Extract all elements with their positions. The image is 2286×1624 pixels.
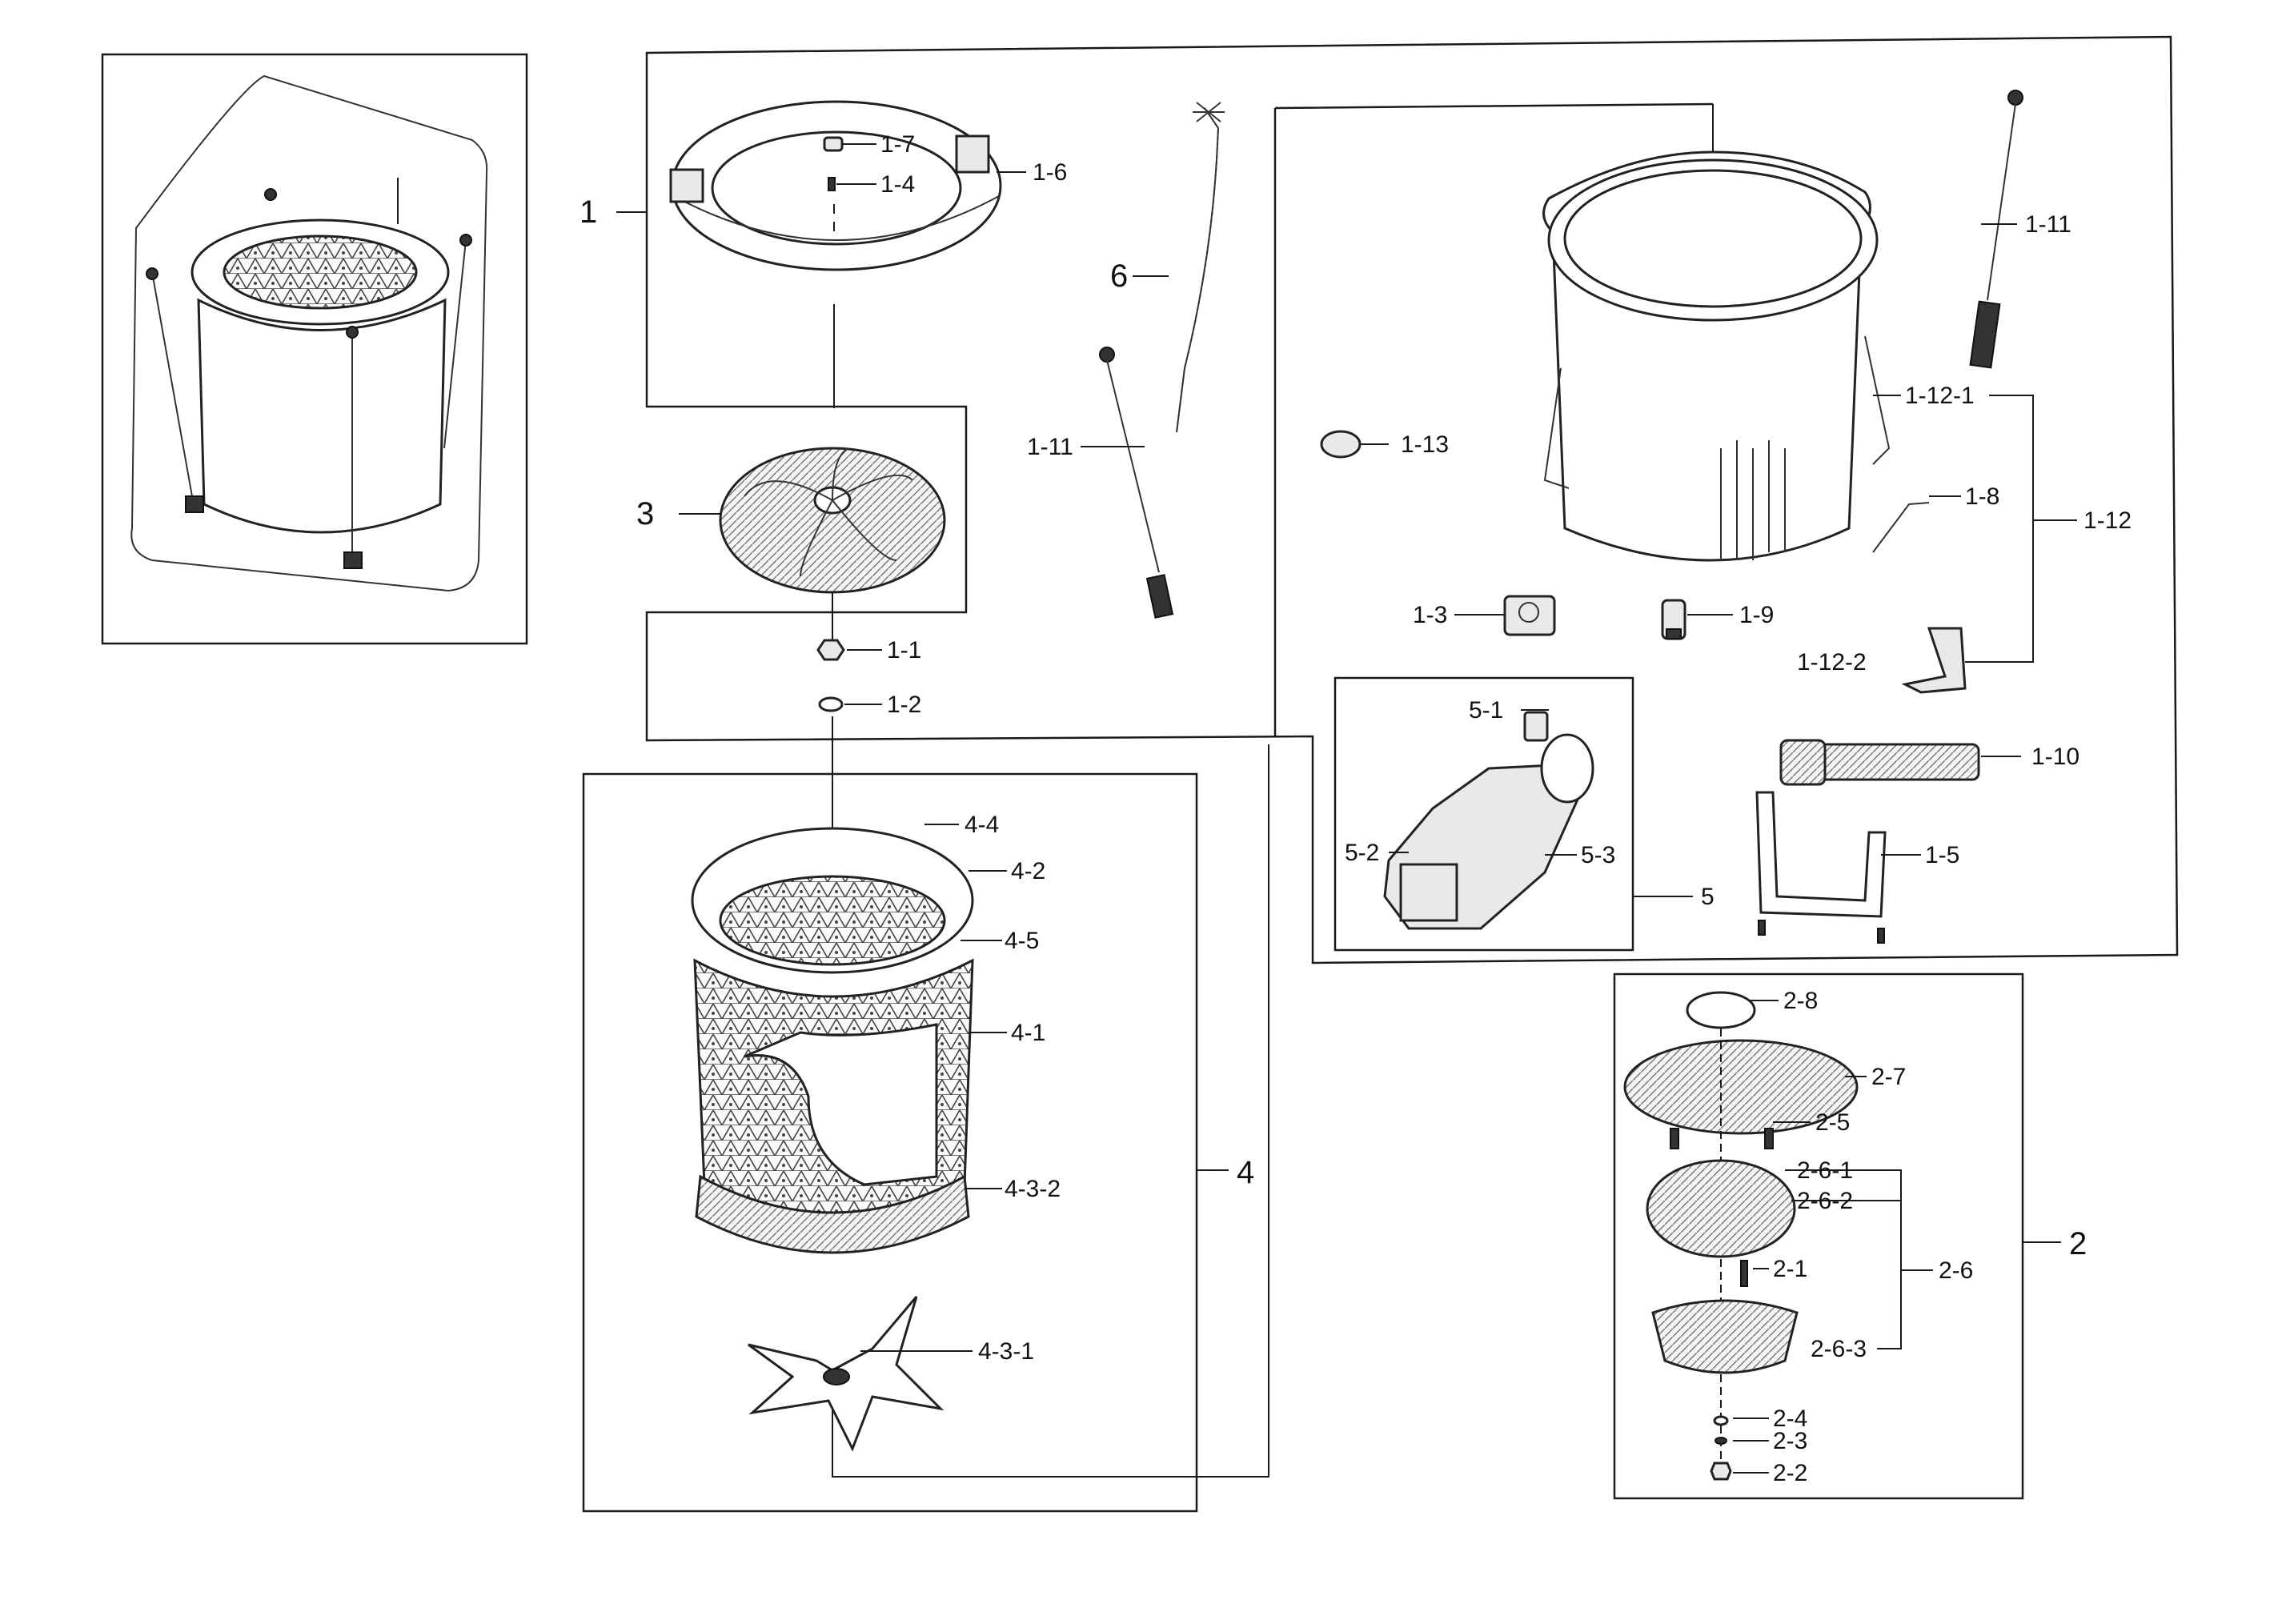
cap-1-13 (1320, 430, 1362, 459)
label-1-7: 1-7 (880, 131, 915, 158)
basket (691, 827, 974, 1254)
label-group-5: 5 (1701, 884, 1714, 910)
label-5-1: 5-1 (1469, 697, 1503, 724)
sensor-wire-1-8 (1872, 502, 1930, 553)
label-group-6: 6 (1110, 259, 1128, 294)
overview-screw (346, 326, 359, 339)
hose-1-10 (1779, 739, 1980, 786)
nut-2-2 (1710, 1462, 1732, 1481)
label-1-8: 1-8 (1965, 483, 1999, 510)
label-5-3: 5-3 (1581, 842, 1615, 868)
label-group-2: 2 (2069, 1226, 2087, 1261)
label-1-12: 1-12 (2083, 507, 2132, 534)
label-1-13: 1-13 (1401, 431, 1449, 458)
filter-1-9 (1661, 599, 1686, 640)
pulsator (719, 447, 946, 594)
label-2-3: 2-3 (1773, 1428, 1807, 1454)
label-2-7: 2-7 (1871, 1064, 1906, 1090)
label-1-12-1: 1-12-1 (1905, 383, 1975, 409)
label-1-1: 1-1 (887, 637, 921, 664)
drain-pump-5 (1383, 711, 1594, 930)
label-4-4: 4-4 (965, 812, 999, 838)
label-1-2: 1-2 (887, 692, 921, 718)
bracket-1-5 (1755, 791, 1887, 944)
label-5-2: 5-2 (1345, 840, 1379, 866)
bolt-2-5b (1764, 1128, 1774, 1149)
label-4-3-1: 4-3-1 (978, 1338, 1034, 1365)
label-2-6: 2-6 (1939, 1257, 1973, 1284)
group-2-frame (1613, 972, 2024, 1500)
label-4-5: 4-5 (1005, 928, 1039, 954)
label-1-5: 1-5 (1925, 842, 1959, 868)
label-2-2: 2-2 (1773, 1460, 1807, 1486)
label-2-5: 2-5 (1815, 1109, 1850, 1136)
label-group-1: 1 (580, 194, 597, 230)
overview-screw (146, 267, 158, 280)
nut-1-1 (816, 639, 845, 661)
label-4-1: 4-1 (1011, 1020, 1045, 1046)
label-2-1: 2-1 (1773, 1256, 1807, 1282)
group-4-frame (582, 772, 1198, 1513)
overview-inset (101, 53, 528, 645)
label-1-10: 1-10 (2031, 744, 2079, 770)
outer-tub (1542, 150, 1891, 562)
label-1-12-2: 1-12-2 (1797, 649, 1867, 676)
tub-subframe (1273, 102, 1714, 736)
cap-1-7 (823, 136, 844, 152)
group-1-frame (645, 35, 2179, 964)
valve-1-3 (1503, 595, 1556, 636)
label-2-6-2: 2-6-2 (1797, 1188, 1853, 1214)
washer-2-4 (1713, 1415, 1729, 1426)
overview-tub-body (197, 298, 447, 534)
label-1-11-right: 1-11 (2025, 211, 2071, 238)
washer-1-2 (818, 696, 844, 712)
label-4-2: 4-2 (1011, 858, 1045, 884)
screw-1-4 (828, 177, 836, 191)
label-group-4: 4 (1237, 1155, 1254, 1190)
hub-2-8 (1686, 991, 1756, 1029)
label-2-4: 2-4 (1773, 1405, 1807, 1432)
hose-6 (1176, 102, 1225, 433)
leader-lines (616, 143, 2077, 1474)
label-1-3: 1-3 (1413, 602, 1447, 628)
bracket-1-12-2 (1901, 627, 1967, 694)
part-labels: 1 3 6 4 5 2 1-7 1-4 1-6 1-1 1-2 1-11 1-1… (580, 131, 2132, 1486)
flange-4-3-1 (748, 1296, 944, 1452)
overview-frame (101, 53, 528, 645)
label-1-11-left: 1-11 (1027, 434, 1073, 460)
overview-rod-left (151, 271, 193, 497)
cabinet-outline (130, 74, 488, 592)
label-1-4: 1-4 (880, 171, 915, 198)
screw-2-1 (1740, 1260, 1748, 1287)
label-1-6: 1-6 (1033, 159, 1067, 186)
label-group-3: 3 (636, 496, 654, 531)
suspension-rod-right (1969, 90, 2023, 369)
label-2-8: 2-8 (1783, 988, 1818, 1014)
label-2-6-1: 2-6-1 (1797, 1157, 1853, 1184)
overview-foot (185, 495, 204, 513)
overview-rod-right (443, 239, 467, 449)
bearing-housing-2-7 (1623, 1039, 1859, 1135)
rotor-2-6-3 (1651, 1299, 1799, 1374)
label-1-9: 1-9 (1739, 602, 1774, 628)
stator-2-6-1 (1646, 1159, 1796, 1258)
group-4-tie-line (832, 744, 1269, 1478)
overview-basket-mesh (223, 235, 418, 310)
overview-screw (459, 234, 472, 247)
label-4-3-2: 4-3-2 (1005, 1176, 1061, 1202)
washer-2-3 (1714, 1437, 1727, 1445)
bolt-2-5a (1670, 1128, 1679, 1149)
label-2-6-3: 2-6-3 (1811, 1336, 1867, 1362)
tub-cover (669, 100, 1002, 271)
overview-foot (343, 551, 363, 569)
overview-screw (264, 188, 277, 201)
suspension-rod-left (1099, 347, 1174, 619)
pump-group-5-frame (1334, 676, 1634, 952)
motor-assembly (1623, 991, 1859, 1481)
